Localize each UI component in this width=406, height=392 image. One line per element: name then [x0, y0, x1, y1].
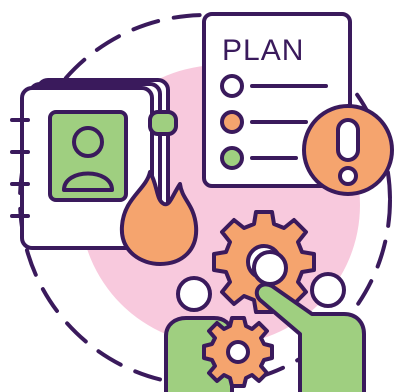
plan-title: PLAN	[222, 34, 304, 67]
flame-icon	[119, 170, 199, 266]
address-book-icon	[10, 78, 178, 250]
warning-exclamation-icon	[302, 104, 394, 196]
person-avatar-icon	[48, 110, 128, 202]
dashed-ring	[18, 13, 392, 387]
gear-icon	[202, 316, 274, 388]
